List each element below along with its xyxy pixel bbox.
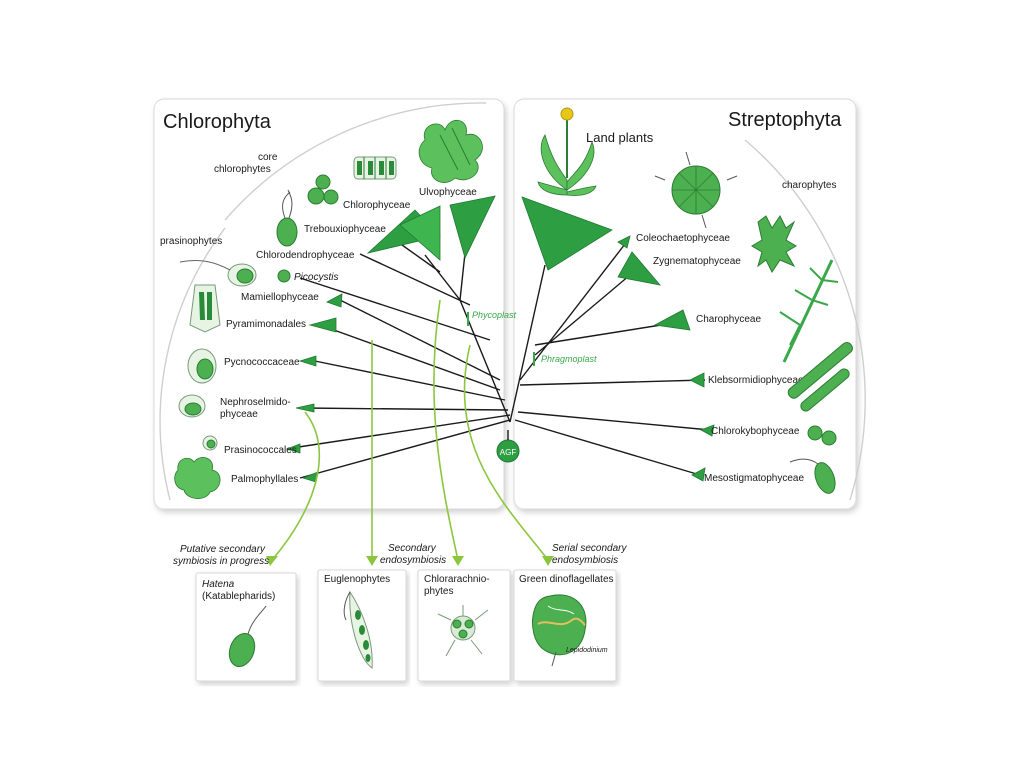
phycoplast-label: Phycoplast: [472, 310, 517, 320]
charophyceae-label: Charophyceae: [696, 314, 761, 325]
klebsormidiophyceae-label: Klebsormidiophyceae: [708, 375, 804, 386]
charophytes-label: charophytes: [782, 180, 836, 191]
desmid-chain-illustration: [354, 157, 396, 179]
palmophyllales-label: Palmophyllales: [231, 474, 298, 485]
nephroselmidophyceae-label-2: phyceae: [220, 409, 258, 420]
pyramimonadales-label: Pyramimonadales: [226, 319, 306, 330]
chlorarachniophytes-title-1: Chlorarachnio-: [424, 574, 490, 585]
mamiellophyceae-label: Mamiellophyceae: [241, 292, 319, 303]
pycnococcaceae-label: Pycnococcaceae: [224, 357, 300, 368]
chlorokybophyceae-label: Chlorokybophyceae: [711, 426, 800, 437]
nephroselmis-illustration: [179, 395, 205, 417]
dinoflagellates-title: Green dinoflagellates: [519, 574, 614, 585]
serial-annotation-1: Serial secondary: [552, 543, 627, 554]
hatena-title: Hatena: [202, 579, 235, 590]
secondary-annotation-2: endosymbiosis: [380, 555, 446, 566]
chlorarachniophytes-title-2: phytes: [424, 586, 453, 597]
phragmoplast-label: Phragmoplast: [541, 354, 597, 364]
chlorophyceae-label: Chlorophyceae: [343, 200, 411, 211]
chlorophytes-label: chlorophytes: [214, 164, 271, 175]
land-plants-label: Land plants: [586, 130, 654, 145]
trebouxiophyceae-label: Trebouxiophyceae: [304, 224, 386, 235]
pyramimonas-illustration: [190, 285, 220, 332]
chlorodendrophyceae-label: Chlorodendrophyceae: [256, 250, 355, 261]
agf-label: AGF: [500, 448, 517, 457]
ulvophyceae-label: Ulvophyceae: [419, 187, 477, 198]
euglenophytes-title: Euglenophytes: [324, 574, 390, 585]
picocystis-cell: [278, 270, 290, 282]
secondary-annotation-1: Secondary: [388, 543, 437, 554]
coleochaetophyceae-label: Coleochaetophyceae: [636, 233, 730, 244]
hatena-subtitle: (Katablepharids): [202, 591, 275, 602]
arrowhead-euglenophytes: [366, 556, 378, 566]
zygnematophyceae-label: Zygnematophyceae: [653, 256, 741, 267]
lepidodinium-label: Lepidodinium: [566, 647, 608, 654]
chlorophyta-title: Chlorophyta: [163, 111, 272, 133]
pycnococcus-illustration: [188, 349, 216, 383]
putative-annotation-2: symbiosis in progress: [173, 556, 269, 567]
prasinococcus-illustration: [203, 436, 217, 450]
serial-annotation-2: endosymbiosis: [552, 555, 618, 566]
mesostigmatophyceae-label: Mesostigmatophyceae: [704, 473, 804, 484]
streptophyta-title: Streptophyta: [728, 109, 842, 131]
picocystis-label: Picocystis: [294, 272, 338, 283]
putative-annotation-1: Putative secondary: [180, 544, 266, 555]
streptophyta-panel: [514, 99, 856, 509]
prasinophytes-label: prasinophytes: [160, 236, 222, 247]
core-label: core: [258, 152, 278, 163]
arrowhead-chlorarachniophytes: [452, 556, 464, 566]
nephroselmidophyceae-label-1: Nephroselmido-: [220, 397, 291, 408]
prasinococcales-label: Prasinococcales: [224, 445, 297, 456]
